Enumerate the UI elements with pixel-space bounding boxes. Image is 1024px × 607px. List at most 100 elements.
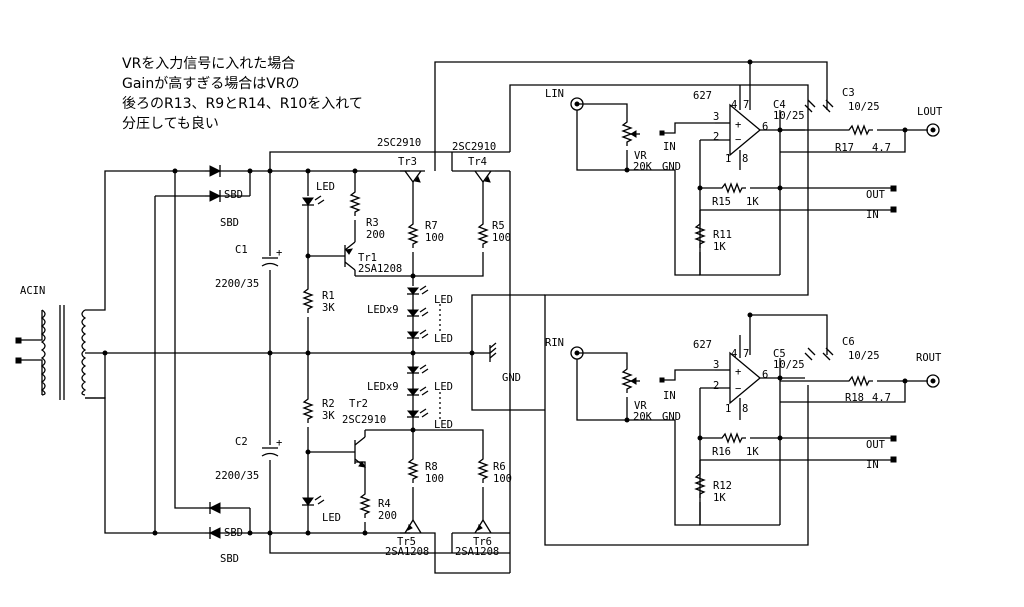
c6-label: C6 [842, 336, 855, 348]
lout-label: LOUT [917, 106, 943, 118]
r7-label: R7 [425, 220, 438, 232]
r16-value: 1K [746, 446, 759, 458]
r3-value: 200 [366, 229, 385, 241]
out-l-label: OUT [866, 189, 886, 201]
capacitor-c2: + [261, 437, 282, 457]
r5-value: 100 [492, 232, 511, 244]
led-a-label: LED [434, 294, 453, 306]
tr4-label: Tr4 [468, 156, 487, 168]
svg-text:+: + [735, 366, 741, 378]
ground-symbol [489, 342, 497, 362]
opamp-right [729, 351, 762, 405]
r12-label: R12 [713, 480, 732, 492]
led-bottom-label: LED [322, 512, 341, 524]
svg-text:+: + [735, 119, 741, 131]
pin-l-8: 8 [742, 153, 748, 165]
c1-value: 2200/35 [215, 278, 259, 290]
opamp-r-label: 627 [693, 339, 712, 351]
pin-l-2: 2 [713, 131, 719, 143]
r7-value: 100 [425, 232, 444, 244]
pin-r-3: 3 [713, 359, 719, 371]
tr3-label: Tr3 [398, 156, 417, 168]
pin-l-1: 1 [725, 153, 731, 165]
sbd-label-2: SBD [220, 217, 239, 229]
pin-r-4: 4 [731, 348, 737, 360]
tr5-label: Tr5 [397, 536, 416, 548]
in-l2-label: IN [866, 209, 879, 221]
svg-text:+: + [276, 437, 282, 449]
r6-value: 100 [493, 473, 512, 485]
led-c-label: LED [434, 381, 453, 393]
pin-r-8: 8 [742, 403, 748, 415]
ledx9-top-label: LEDx9 [367, 304, 399, 316]
tr5-type: 2SA1208 [385, 546, 429, 558]
r17-value: 4.7 [872, 142, 891, 154]
svg-text:+: + [276, 247, 282, 259]
in-r2-label: IN [866, 459, 879, 471]
sbd-label-3: SBD [224, 527, 243, 539]
sbd-diode-2 [205, 190, 250, 202]
capacitor-c1: + [261, 247, 282, 267]
tr6-label: Tr6 [473, 536, 492, 548]
r12-value: 1K [713, 492, 726, 504]
r16-label: R16 [712, 446, 731, 458]
r8-value: 100 [425, 473, 444, 485]
transistor-tr4 [470, 170, 495, 220]
led-string-bottom [406, 353, 441, 430]
left-channel: LIN VR 20K GND IN + − 627 3 2 4 7 6 1 8 [545, 85, 943, 276]
transformer: ACIN [15, 285, 87, 400]
sbd-diode-4 [205, 527, 250, 539]
design-note: VRを入力信号に入れた場合 Gainが高すぎる場合はVRの 後ろのR13、R9と… [122, 56, 363, 132]
rout-jack [926, 374, 940, 388]
r11-label: R11 [713, 229, 732, 241]
r15-value: 1K [746, 196, 759, 208]
gnd-label-main: GND [502, 372, 521, 384]
pin-r-7: 7 [743, 348, 749, 360]
c2-label: C2 [235, 436, 248, 448]
led-top-label: LED [316, 181, 335, 193]
vr-l-label: VR [634, 150, 647, 162]
r5-label: R5 [492, 220, 505, 232]
r18-label: R18 [845, 392, 864, 404]
svg-text:−: − [735, 134, 741, 146]
tr1-label: Tr1 [358, 252, 377, 264]
r4-value: 200 [378, 510, 397, 522]
gnd-r-label: GND [662, 411, 681, 423]
pin-l-6: 6 [762, 121, 768, 133]
r8-label: R8 [425, 461, 438, 473]
led-string-top [406, 285, 441, 353]
r2-value: 3K [322, 410, 335, 422]
r4-label: R4 [378, 498, 391, 510]
pin-r-1: 1 [725, 403, 731, 415]
pin-r-6: 6 [762, 369, 768, 381]
r11-value: 1K [713, 241, 726, 253]
c6-value: 10/25 [848, 350, 880, 362]
in-l-label: IN [663, 141, 676, 153]
c4-value: 10/25 [773, 110, 805, 122]
tr6-type: 2SA1208 [455, 546, 499, 558]
c3-value: 10/25 [848, 101, 880, 113]
acin-label: ACIN [20, 285, 45, 297]
vr-r-value: 20K [633, 411, 653, 423]
rin-label: RIN [545, 337, 564, 349]
r15-label: R15 [712, 196, 731, 208]
pin-r-2: 2 [713, 380, 719, 392]
svg-text:−: − [735, 383, 741, 395]
c2-value: 2200/35 [215, 470, 259, 482]
rout-label: ROUT [916, 352, 942, 364]
r1-value: 3K [322, 302, 335, 314]
note-line-2: Gainが高すぎる場合はVRの [122, 75, 300, 92]
right-channel: RIN VR 20K GND IN + − 627 3 2 4 7 6 1 8 [545, 335, 942, 526]
note-line-3: 後ろのR13、R9とR14、R10を入れて [122, 96, 363, 112]
tr2-label: Tr2 [349, 398, 368, 410]
pin-l-7: 7 [743, 99, 749, 111]
r18-value: 4.7 [872, 392, 891, 404]
in-r-label: IN [663, 390, 676, 402]
r2-label: R2 [322, 398, 335, 410]
sbd-diode-3 [205, 502, 250, 514]
c1-label: C1 [235, 244, 248, 256]
c5-label: C5 [773, 348, 786, 360]
gnd-l-label: GND [662, 161, 681, 173]
tr2-type: 2SC2910 [342, 414, 386, 426]
